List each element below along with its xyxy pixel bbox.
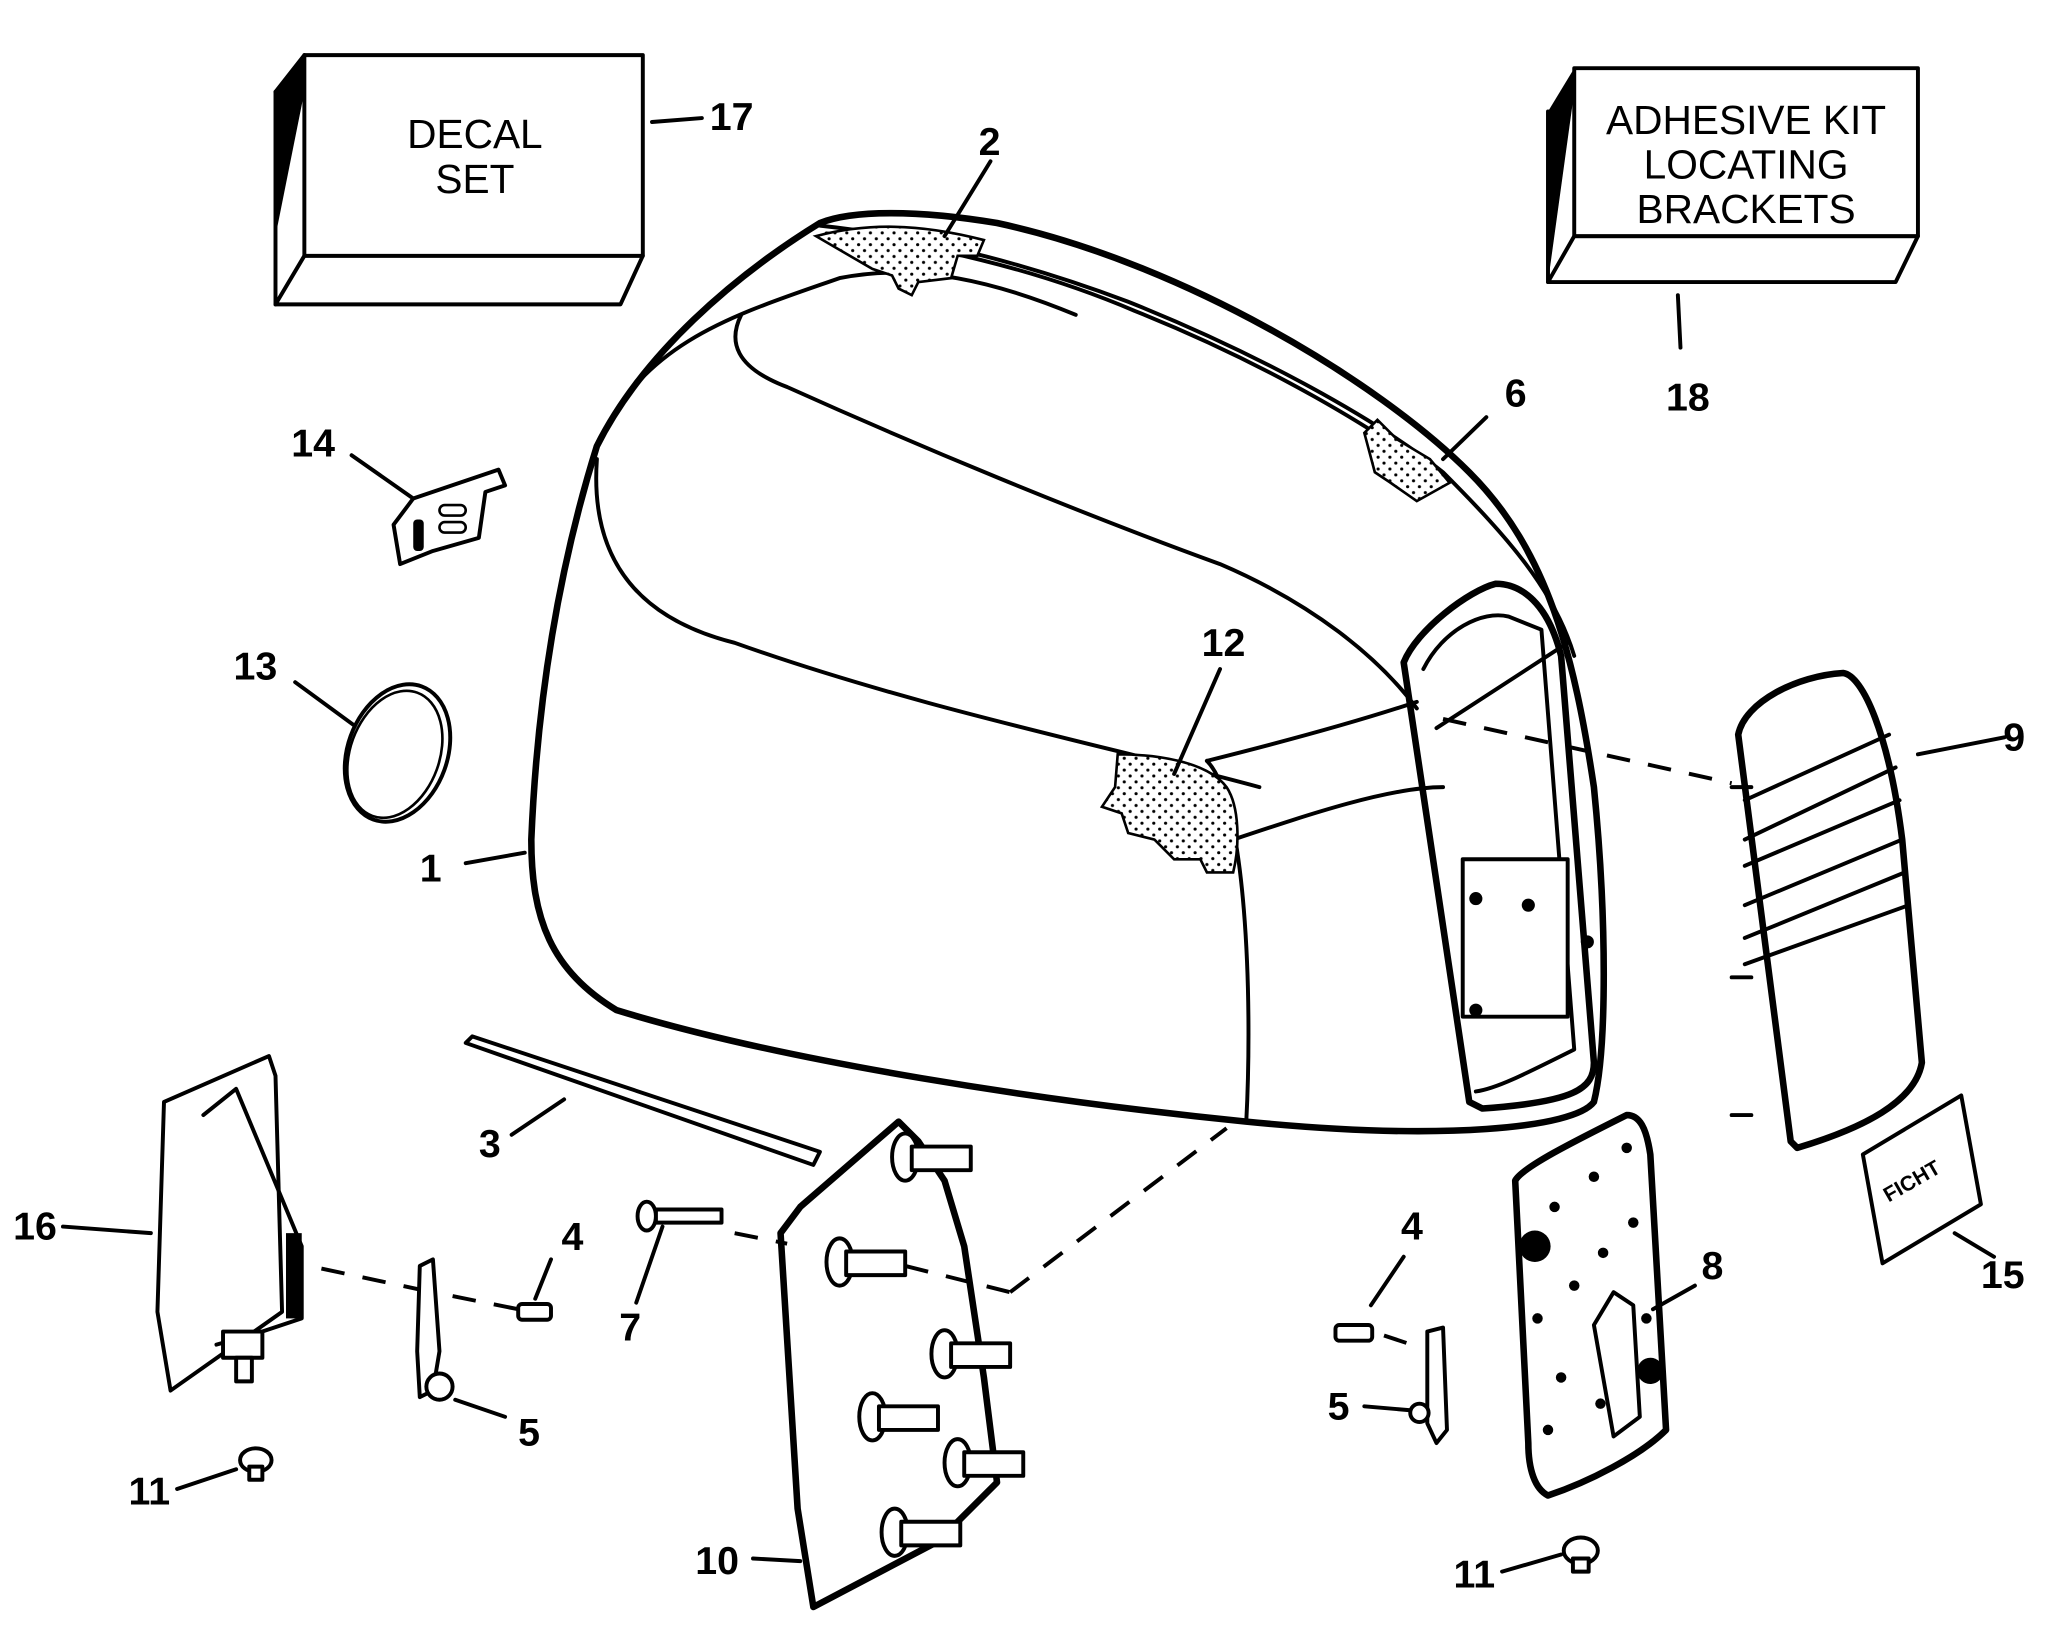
- callout-12: 12: [1202, 621, 1246, 665]
- decal-15: FICHT 15: [1860, 1093, 2025, 1297]
- adhesive-kit-line-2: LOCATING: [1644, 141, 1849, 187]
- plate-studs: [824, 1131, 1026, 1558]
- callout-14: 14: [291, 422, 335, 466]
- callout-3: 3: [479, 1122, 501, 1166]
- bolt-7: 7: [619, 1199, 724, 1350]
- adhesive-kit-line-3: BRACKETS: [1637, 186, 1856, 232]
- callout-4-left: 4: [561, 1215, 583, 1259]
- latch-5-right: 5: [1328, 1325, 1449, 1446]
- callout-5-right: 5: [1328, 1384, 1350, 1428]
- clip-part-14: 14: [291, 422, 508, 567]
- callout-18: 18: [1666, 376, 1710, 420]
- decal-patch-6: [1362, 417, 1452, 503]
- callout-9: 9: [2003, 715, 2025, 759]
- seal-ring-13: 13: [234, 645, 453, 824]
- decal-patch-2: [812, 225, 986, 297]
- callout-13: 13: [234, 645, 278, 689]
- bracket-16: 16: [13, 1054, 304, 1393]
- callout-11-right: 11: [1454, 1552, 1496, 1596]
- adhesive-kit-box: ADHESIVE KIT LOCATING BRACKETS 18: [1546, 66, 1920, 420]
- decal-set-box: DECAL SET 17: [273, 53, 754, 307]
- callout-6: 6: [1505, 372, 1527, 416]
- vent-grille-9: 9: [1729, 669, 2025, 1152]
- fastener-11-right: 11: [1454, 1535, 1600, 1596]
- cover-plate-8: 8: [1511, 1111, 1723, 1499]
- callout-4-right: 4: [1401, 1205, 1423, 1249]
- fastener-11-left: 11: [129, 1446, 274, 1514]
- callout-15: 15: [1981, 1253, 2025, 1297]
- callout-16: 16: [13, 1205, 57, 1249]
- screw-4-left: 4: [516, 1215, 583, 1322]
- latch-5-left: 5: [415, 1257, 540, 1455]
- screw-4-right: 4: [1333, 1205, 1423, 1343]
- callout-7: 7: [619, 1306, 641, 1350]
- engine-cowl: [528, 209, 1608, 1135]
- callout-17: 17: [710, 95, 754, 139]
- decal-set-line-1: DECAL: [407, 111, 543, 157]
- callout-2: 2: [979, 120, 1001, 164]
- adhesive-kit-line-1: ADHESIVE KIT: [1606, 97, 1886, 143]
- callout-8: 8: [1701, 1244, 1723, 1288]
- callout-11-left: 11: [129, 1470, 171, 1514]
- callout-10: 10: [695, 1539, 739, 1583]
- decal-set-line-2: SET: [435, 156, 514, 202]
- mount-plate-10: 10: [695, 1118, 1026, 1611]
- decal-patch-12: [1099, 753, 1239, 874]
- callout-1: 1: [420, 847, 442, 891]
- seal-strip-3: 3: [463, 1034, 822, 1167]
- callout-5-left: 5: [518, 1411, 540, 1455]
